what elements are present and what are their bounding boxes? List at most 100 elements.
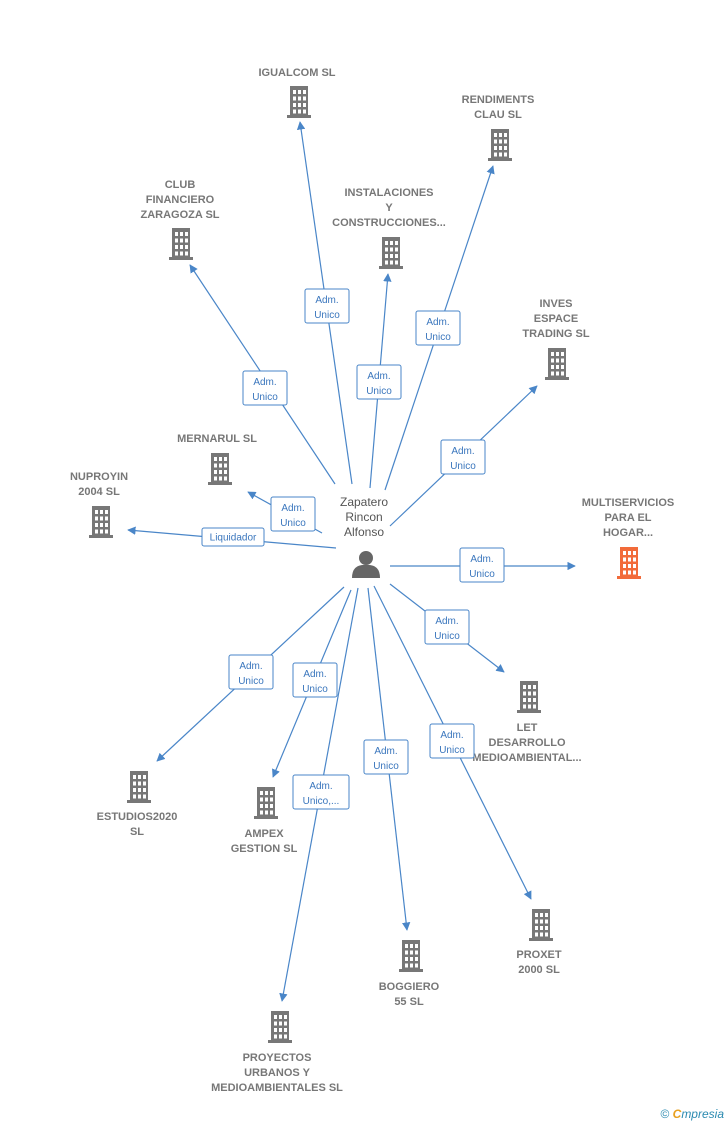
building-window [494,133,497,137]
building-window [298,109,301,114]
building-window [260,797,263,802]
building-icon-multiservicios[interactable] [617,547,641,579]
building-window [499,152,502,157]
building-window [395,241,398,245]
building-window [185,232,188,236]
building-window [284,1034,287,1039]
role-badge-let-desarrollo[interactable]: Adm.Unico [424,609,470,645]
company-label-proxet-line: 2000 SL [518,964,560,976]
building-base [268,1040,292,1043]
building-window [545,919,548,924]
role-badge-text: Adm.Unico [314,295,340,321]
building-window [270,810,273,815]
building-window [628,564,631,568]
company-label-mernarul: MERNARUL SL [177,433,257,445]
role-badge-proyectos[interactable]: Adm.Unico,... [292,774,350,810]
building-window [535,932,538,937]
role-badge-text: Adm.Unico [450,446,476,472]
role-badge-text-line: Adm. [367,371,390,382]
company-label-let-desarrollo-line: DESARROLLO [489,737,566,749]
company-label-multiservicios-line: MULTISERVICIOS [582,497,675,509]
building-window [415,950,418,955]
copyright-symbol: © [660,1107,670,1121]
building-window [561,371,564,376]
building-window [105,529,108,534]
company-label-proyectos-line: MEDIOAMBIENTALES SL [211,1082,343,1094]
building-window [540,919,543,924]
building-window [95,529,98,534]
company-label-inves-espace-line: ESPACE [534,313,578,325]
role-badge-instalaciones[interactable]: Adm. Unico [356,364,402,400]
building-icon-instalaciones[interactable] [379,237,403,269]
role-badge-text: Adm.Unico [280,503,306,529]
building-window [385,254,388,258]
role-badge-text-line: Adm. [309,781,332,792]
building-window [274,1021,277,1026]
building-window [494,146,497,150]
building-icon-rendiments[interactable] [488,129,512,161]
role-badge-text-line: Adm. [440,730,463,741]
building-window [528,698,531,702]
role-badge-text-line: Unico [366,386,392,397]
building-base [379,266,403,269]
role-badge-mernarul[interactable]: Adm.Unico [270,496,316,532]
building-window [175,238,178,243]
building-window [415,957,418,961]
role-badge-text-line: Adm. [281,503,304,514]
building-window [415,944,418,948]
company-label-inves-espace-line: INVES [539,298,572,310]
building-icon-igualcom[interactable] [287,86,311,118]
role-badge-box [201,527,265,547]
building-icon-nuproyin[interactable] [89,506,113,538]
building-icon-let-desarrollo[interactable] [517,681,541,713]
building-window [279,1021,282,1026]
person-name-label-line: Alfonso [344,525,384,539]
building-icon-inves-espace[interactable] [545,348,569,380]
building-window [628,551,631,555]
building-window [533,685,536,689]
building-icon-proyectos[interactable] [268,1011,292,1043]
building-window [561,365,564,369]
building-window [528,704,531,709]
role-badge-inves-espace[interactable]: Adm.Unico [440,439,486,475]
role-badge-text-line: Adm. [435,616,458,627]
building-icon-club-financiero[interactable] [169,228,193,260]
role-badge-text-line: Adm. [426,317,449,328]
company-label-ampex-line: AMPEX [244,828,284,840]
building-window [219,470,222,474]
role-badge-boggiero[interactable]: Adm.Unico [363,739,409,775]
company-label-proyectos-line: PROYECTOS [243,1052,312,1064]
edges-layer [127,121,576,1002]
role-badge-proxet[interactable]: Adm.Unico [429,723,475,759]
role-badge-multiservicios[interactable]: Adm.Unico [459,547,505,583]
building-window [535,913,538,917]
building-icon-boggiero[interactable] [399,940,423,972]
building-icon-proxet[interactable] [529,909,553,941]
role-badge-box [304,288,350,324]
role-badge-nuproyin[interactable]: Liquidador [201,527,265,547]
building-icon-estudios2020[interactable] [127,771,151,803]
role-badge-text: Adm.Unico [469,554,495,580]
role-badge-estudios2020[interactable]: Adm.Unico [228,654,274,690]
building-window [628,557,631,562]
company-label-nuproyin-line: 2004 SL [78,486,120,498]
role-badge-rendiments[interactable]: Adm.Unico [415,310,461,346]
building-window [633,570,636,575]
building-icon-ampex[interactable] [254,787,278,819]
role-badge-igualcom[interactable]: Adm.Unico [304,288,350,324]
building-window [551,365,554,369]
building-window [556,365,559,369]
building-window [143,788,146,792]
building-window [293,90,296,94]
company-label-multiservicios-line: PARA EL [604,512,651,524]
role-badge-ampex[interactable]: Adm.Unico [292,662,338,698]
role-badge-club-financiero[interactable]: Adm.Unico [242,370,288,406]
building-icon-mernarul[interactable] [208,453,232,485]
building-window [180,245,183,249]
building-base [127,800,151,803]
